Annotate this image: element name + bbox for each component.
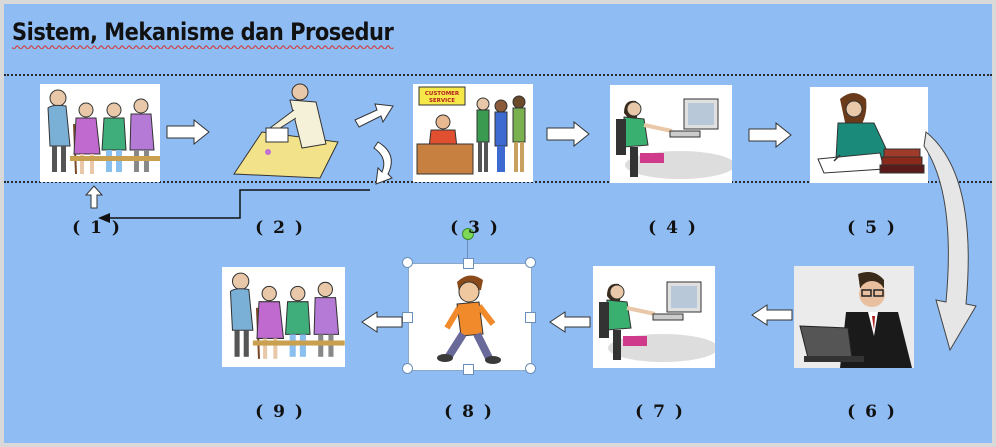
elderly-group-icon	[47, 89, 160, 175]
right-arrow-icon	[546, 121, 590, 147]
step-5-picture[interactable]	[810, 87, 928, 183]
step-label-1: ( 1 )	[72, 218, 122, 238]
svg-text:SERVICE: SERVICE	[429, 98, 455, 104]
step-label-3: ( 3 )	[450, 218, 500, 238]
step-9-picture[interactable]	[222, 267, 345, 367]
curved-down-arrow-icon	[923, 131, 977, 352]
resize-handle-ne[interactable]	[525, 257, 536, 268]
step-label-9: ( 9 )	[255, 402, 305, 422]
right-arrow-icon	[748, 122, 792, 148]
slide-title[interactable]: Sistem, Mekanisme dan Prosedur	[12, 18, 394, 46]
boy-walking-icon	[437, 275, 501, 364]
step-6-picture[interactable]	[794, 266, 914, 368]
step-label-5: ( 5 )	[847, 218, 897, 238]
step-label-2: ( 2 )	[255, 218, 305, 238]
left-arrow-icon	[361, 311, 403, 333]
step-3-picture[interactable]: CUSTOMER SERVICE	[413, 84, 533, 182]
step-8-picture[interactable]	[408, 263, 532, 371]
rotation-handle[interactable]	[462, 228, 474, 240]
resize-handle-nw[interactable]	[402, 257, 413, 268]
resize-handle-sw[interactable]	[402, 363, 413, 374]
left-arrow-icon	[549, 311, 591, 333]
dotted-divider-top	[4, 74, 992, 76]
feedback-connector-arrow	[98, 189, 370, 223]
step-4-picture[interactable]	[610, 85, 732, 183]
svg-text:CUSTOMER: CUSTOMER	[425, 91, 460, 97]
up-arrow-icon	[85, 185, 103, 209]
step-7-picture[interactable]	[593, 266, 715, 368]
rotation-handle-stem	[467, 237, 468, 261]
man-writing-desk-icon	[233, 83, 339, 179]
up-right-arrow-icon	[354, 103, 394, 128]
step-label-7: ( 7 )	[635, 402, 685, 422]
dotted-divider-bottom	[4, 181, 992, 183]
left-arrow-icon	[751, 304, 793, 326]
step-label-6: ( 6 )	[847, 402, 897, 422]
woman-computer-icon	[599, 281, 715, 362]
curved-return-arrow-icon	[373, 141, 393, 185]
step-1-picture[interactable]	[40, 84, 160, 182]
resize-handle-e[interactable]	[525, 312, 536, 323]
resize-handle-w[interactable]	[402, 312, 413, 323]
woman-computer-icon	[616, 98, 732, 179]
step-label-4: ( 4 )	[648, 218, 698, 238]
step-label-8: ( 8 )	[444, 402, 494, 422]
resize-handle-se[interactable]	[525, 363, 536, 374]
woman-writing-icon	[817, 93, 925, 174]
step-2-picture[interactable]	[230, 82, 345, 182]
right-arrow-icon	[166, 119, 210, 145]
resize-handle-s[interactable]	[463, 364, 474, 375]
resize-handle-n[interactable]	[463, 258, 474, 269]
slide-canvas: Sistem, Mekanisme dan Prosedur	[4, 4, 992, 443]
man-laptop-icon	[794, 266, 914, 368]
elderly-group-icon	[229, 272, 345, 359]
customer-service-queue-icon: CUSTOMER SERVICE	[416, 86, 526, 175]
